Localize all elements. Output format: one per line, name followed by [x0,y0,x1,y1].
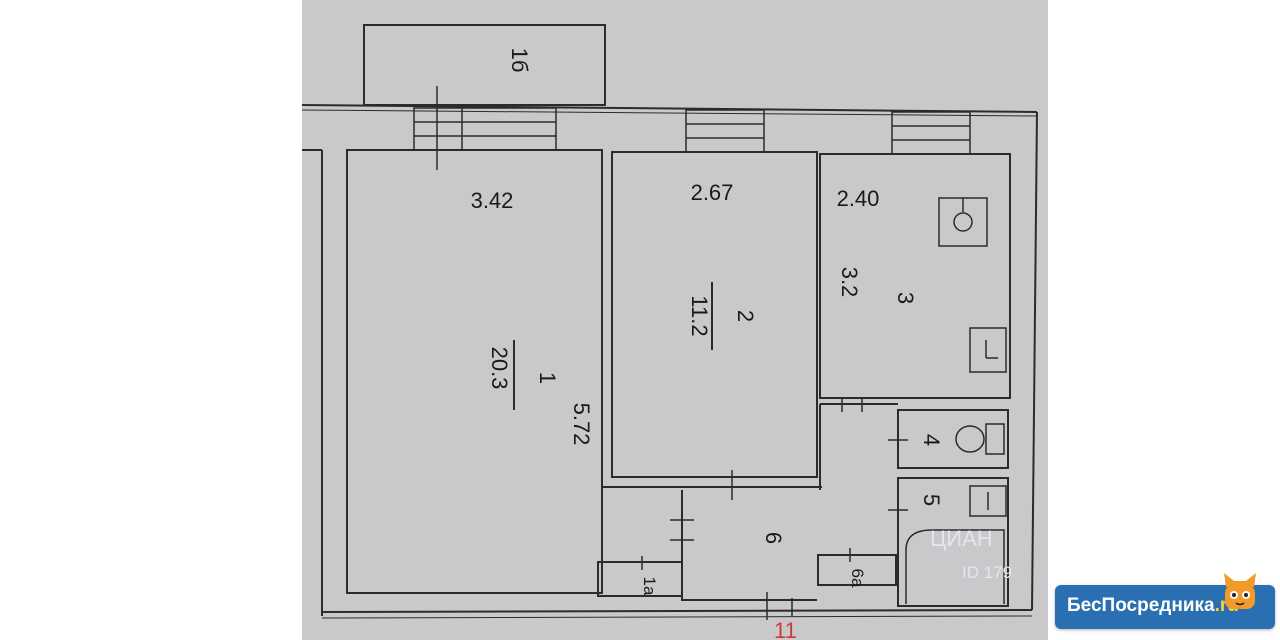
room-1-length: 5.72 [569,403,594,446]
room-3-number: 3 [893,292,918,304]
kitchen-sink-icon [969,327,1007,373]
logo-brand: БесПосредника [1067,595,1215,616]
room-5-outline [897,477,1009,607]
window-room-1 [413,86,557,170]
room-1-area: 20.3 [487,347,512,390]
toilet-icon [955,423,1005,455]
outer-wall-bottom-outer [321,615,1033,619]
closet-6a-number: 6а [848,569,867,588]
cat-mascot-icon [1224,573,1256,609]
bathroom-sink-icon [969,485,1007,517]
outer-wall-top [302,104,1038,113]
door-marks [641,398,908,620]
room-1b-number: 1б [507,48,532,73]
room-1-outline [346,149,603,594]
bathtub-icon [905,529,1005,604]
watermark-brand: ЦИАН [930,526,993,551]
closet-6a-outline [817,554,897,586]
watermark-id: ID 179 [962,563,1012,582]
room-1-width: 3.42 [471,188,514,213]
bottom-cut-label: 11 [774,618,797,640]
room-2-outline [611,151,818,478]
window-room-2 [685,109,765,153]
logo-text: БесПосредника.ru [1067,595,1239,617]
stove-icon [938,197,988,247]
watermark: ЦИАН ID 179 [930,526,1012,582]
room-3-width: 2.40 [837,186,880,211]
room-2-area: 11.2 [687,295,712,336]
outer-wall-top-inner [302,109,1038,117]
outer-wall-bottom [321,609,1033,613]
floor-plan-drawing: ЦИАН ID 179 1б 3.42 1 20.3 5.72 2.67 2 1… [302,24,1038,640]
floor-plan: ЦИАН ID 179 1б 3.42 1 20.3 5.72 2.67 2 1… [302,0,1048,640]
room-3-area: 3.2 [837,267,862,298]
room-4-outline [897,409,1009,469]
room-2-number: 2 [733,310,758,322]
balcony-outline [363,24,606,106]
window-room-3 [891,111,971,155]
room-1-number: 1 [535,372,560,384]
room-5-number: 5 [919,494,944,506]
room-2-width: 2.67 [691,180,734,205]
closet-1a-number: 1а [640,577,659,596]
besposrednika-logo[interactable]: БесПосредника.ru [1055,573,1275,629]
room-6-number: 6 [761,532,786,544]
closet-1a-outline [597,561,683,597]
corridor-outline [681,490,817,601]
room-4-number: 4 [919,434,944,446]
room-3-outline [819,153,1011,399]
outer-wall-right [1031,111,1038,611]
